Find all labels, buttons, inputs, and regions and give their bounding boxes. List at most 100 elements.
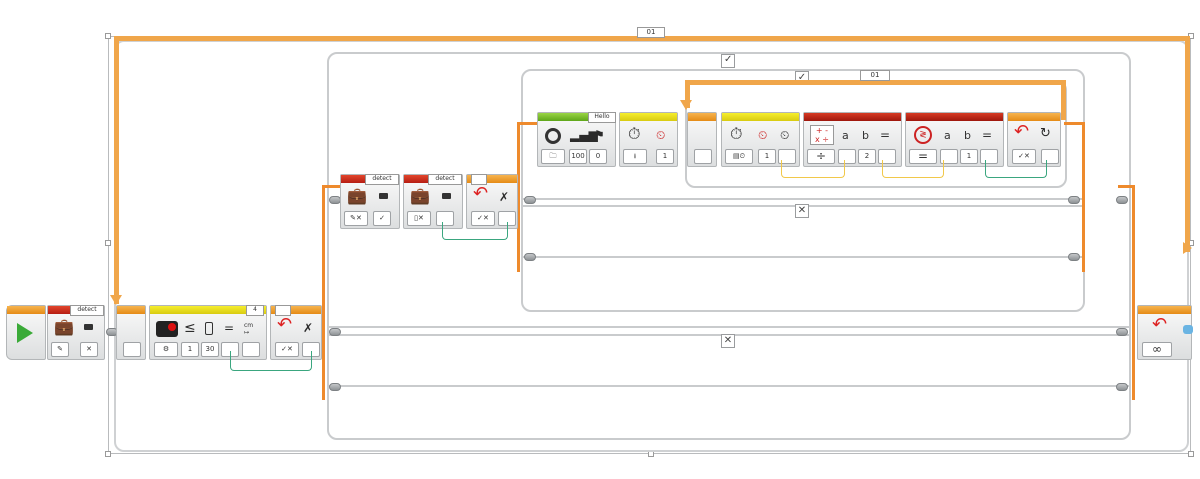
refresh-icon: ↻ [1040,126,1051,141]
loop-end-block[interactable]: ↶ ∞ [1137,305,1192,360]
wait-block-2[interactable]: ⏱ ⏲ ⏲ ▤⏲ 1 [721,112,800,167]
math-label-a: a [842,129,849,142]
detect-block-1[interactable]: detect 💼 ✎ ✕ [47,305,105,360]
inner-loop-entry-arrow [680,100,692,110]
wait-block-1[interactable]: ⏱ ⏲ ⭳ 1 [619,112,678,167]
compare-block[interactable]: ≷ a b = = 1 [905,112,1004,167]
compare-input-a[interactable] [940,149,958,164]
switch-plug [1116,383,1128,391]
interrupt-mode-button-2[interactable]: ✓✕ [471,211,495,226]
loop-interrupt-block-1[interactable]: ↶ ✗ ✓✕ [270,305,322,360]
sound-block[interactable]: Hello ▂▄▆ ⚑ 🗀 100 0 [537,112,616,167]
undo-arrow-icon: ↶ [1014,121,1030,142]
inner-switch-lower-line [521,256,1085,258]
loop-mode-button[interactable]: ∞ [1142,342,1172,357]
data-wire-green-3 [985,160,1047,178]
inner-loop-start-input[interactable] [694,149,712,164]
wait-time-input-1[interactable]: 1 [656,149,674,164]
compare-output-2[interactable] [242,342,260,357]
selection-handle[interactable] [105,451,111,457]
math-mode-button[interactable]: ÷ [807,149,835,164]
interrupt-mode-button-3[interactable]: ✓✕ [1012,149,1036,164]
compare-mode-button[interactable]: = [909,149,937,164]
phone-icon [205,322,213,335]
compare-icon: ≷ [914,126,932,144]
compare-label-equals: = [982,128,993,142]
math-label-b: b [862,129,869,142]
logic-x-icon: ✗ [499,190,510,204]
undo-arrow-icon: ↶ [1152,314,1168,335]
timer-mode-button[interactable]: ▤⏲ [725,149,753,164]
book-mode-button[interactable]: ▯✕ [407,211,431,226]
loop-start-block[interactable] [116,305,146,360]
check-output-button[interactable]: ✓ [373,211,391,226]
cm-icon: cm↦ [244,322,254,336]
wait-time-input-2[interactable]: 1 [758,149,776,164]
math-label-equals: = [880,128,891,142]
detect-block-2[interactable]: detect 💼 ✎✕ ✓ [340,174,400,229]
detect-block-1-label: detect [70,305,104,316]
volume-input[interactable]: 100 [569,149,587,164]
small-case-icon [84,324,93,330]
sensor-mode-button[interactable]: ⚙ [154,342,178,357]
inner-switch-left-edge [517,122,520,272]
pencil-mode-button[interactable]: ✎✕ [344,211,368,226]
switch-plug [1116,196,1128,204]
output-x-button[interactable]: ✕ [80,342,98,357]
outer-loop-wire-top [114,36,1190,41]
switch-plug [524,253,536,261]
undo-arrow-icon: ↶ [277,314,293,335]
wait-block-2-bar [722,113,799,121]
timer-icon: ⏱ [730,124,743,143]
outer-switch-true-icon[interactable]: check-icon [721,54,735,68]
sound-file-label: Hello [588,112,616,123]
timer-small-icon: ⏲ [780,128,790,142]
speaker-icon [545,128,561,144]
interrupt-mode-button-1[interactable]: ✓✕ [275,342,299,357]
detect-block-3[interactable]: detect 💼 ▯✕ [403,174,463,229]
outer-switch-frame[interactable] [327,52,1131,440]
start-block[interactable] [6,305,46,360]
math-block[interactable]: + -x ÷ a b = ÷ 2 [803,112,902,167]
equals-icon: = [224,321,235,335]
pencil-mode-button[interactable]: ✎ [51,342,69,357]
loop-interrupt-block-3[interactable]: ↶ ↻ ✓✕ [1007,112,1061,167]
inner-loop-counter: 01 [860,70,890,81]
folder-mode-button[interactable]: 🗀 [541,149,565,164]
gear-icon: ⚙ [162,345,170,353]
inner-switch-false-icon[interactable]: ✕ [795,204,809,218]
compare-input-b[interactable]: 1 [960,149,978,164]
compare-input-2[interactable]: 30 [201,342,219,357]
loop-start-input[interactable] [123,342,141,357]
less-equal-icon: ≤ [184,320,196,336]
inner-loop-start-block[interactable] [687,112,717,167]
download-mode-button[interactable]: ⭳ [623,149,647,164]
sensor-compare-block[interactable]: 4 ≤ = cm↦ ⚙ 1 30 [149,305,267,360]
check-icon: ✓ [724,54,733,65]
selection-handle[interactable] [1188,451,1194,457]
timer-reset-icon: ⏲ [758,128,768,142]
detect-block-2-label: detect [365,174,399,185]
outer-switch-false-icon[interactable]: ✕ [721,334,735,348]
inner-loop-wire-top [685,80,1066,85]
play-type-input[interactable]: 0 [589,149,607,164]
undo-arrow-icon: ↶ [473,183,489,204]
compare-output[interactable] [980,149,998,164]
outer-loop-arrow [1183,242,1192,254]
inner-loop-wire-right [1061,80,1066,120]
loop-interrupt-bar-1 [271,306,321,314]
outer-loop-counter: 01 [637,27,665,38]
outer-loop-wire-right [1185,36,1190,252]
flag-icon: ⚑ [594,128,605,142]
inner-switch-right-edge [1082,122,1085,272]
compare-input-1[interactable]: 1 [181,342,199,357]
math-input-b[interactable]: 2 [858,149,876,164]
sound-block-bar [538,113,615,121]
selection-handle[interactable] [105,33,111,39]
briefcase-icon: 💼 [347,186,367,205]
selection-handle[interactable] [105,240,111,246]
start-block-bar [7,306,45,314]
small-case-icon [442,193,451,199]
loop-interrupt-block-2[interactable]: ↶ ✗ ✓✕ [466,174,518,229]
inner-loop-wire-left [685,80,690,108]
